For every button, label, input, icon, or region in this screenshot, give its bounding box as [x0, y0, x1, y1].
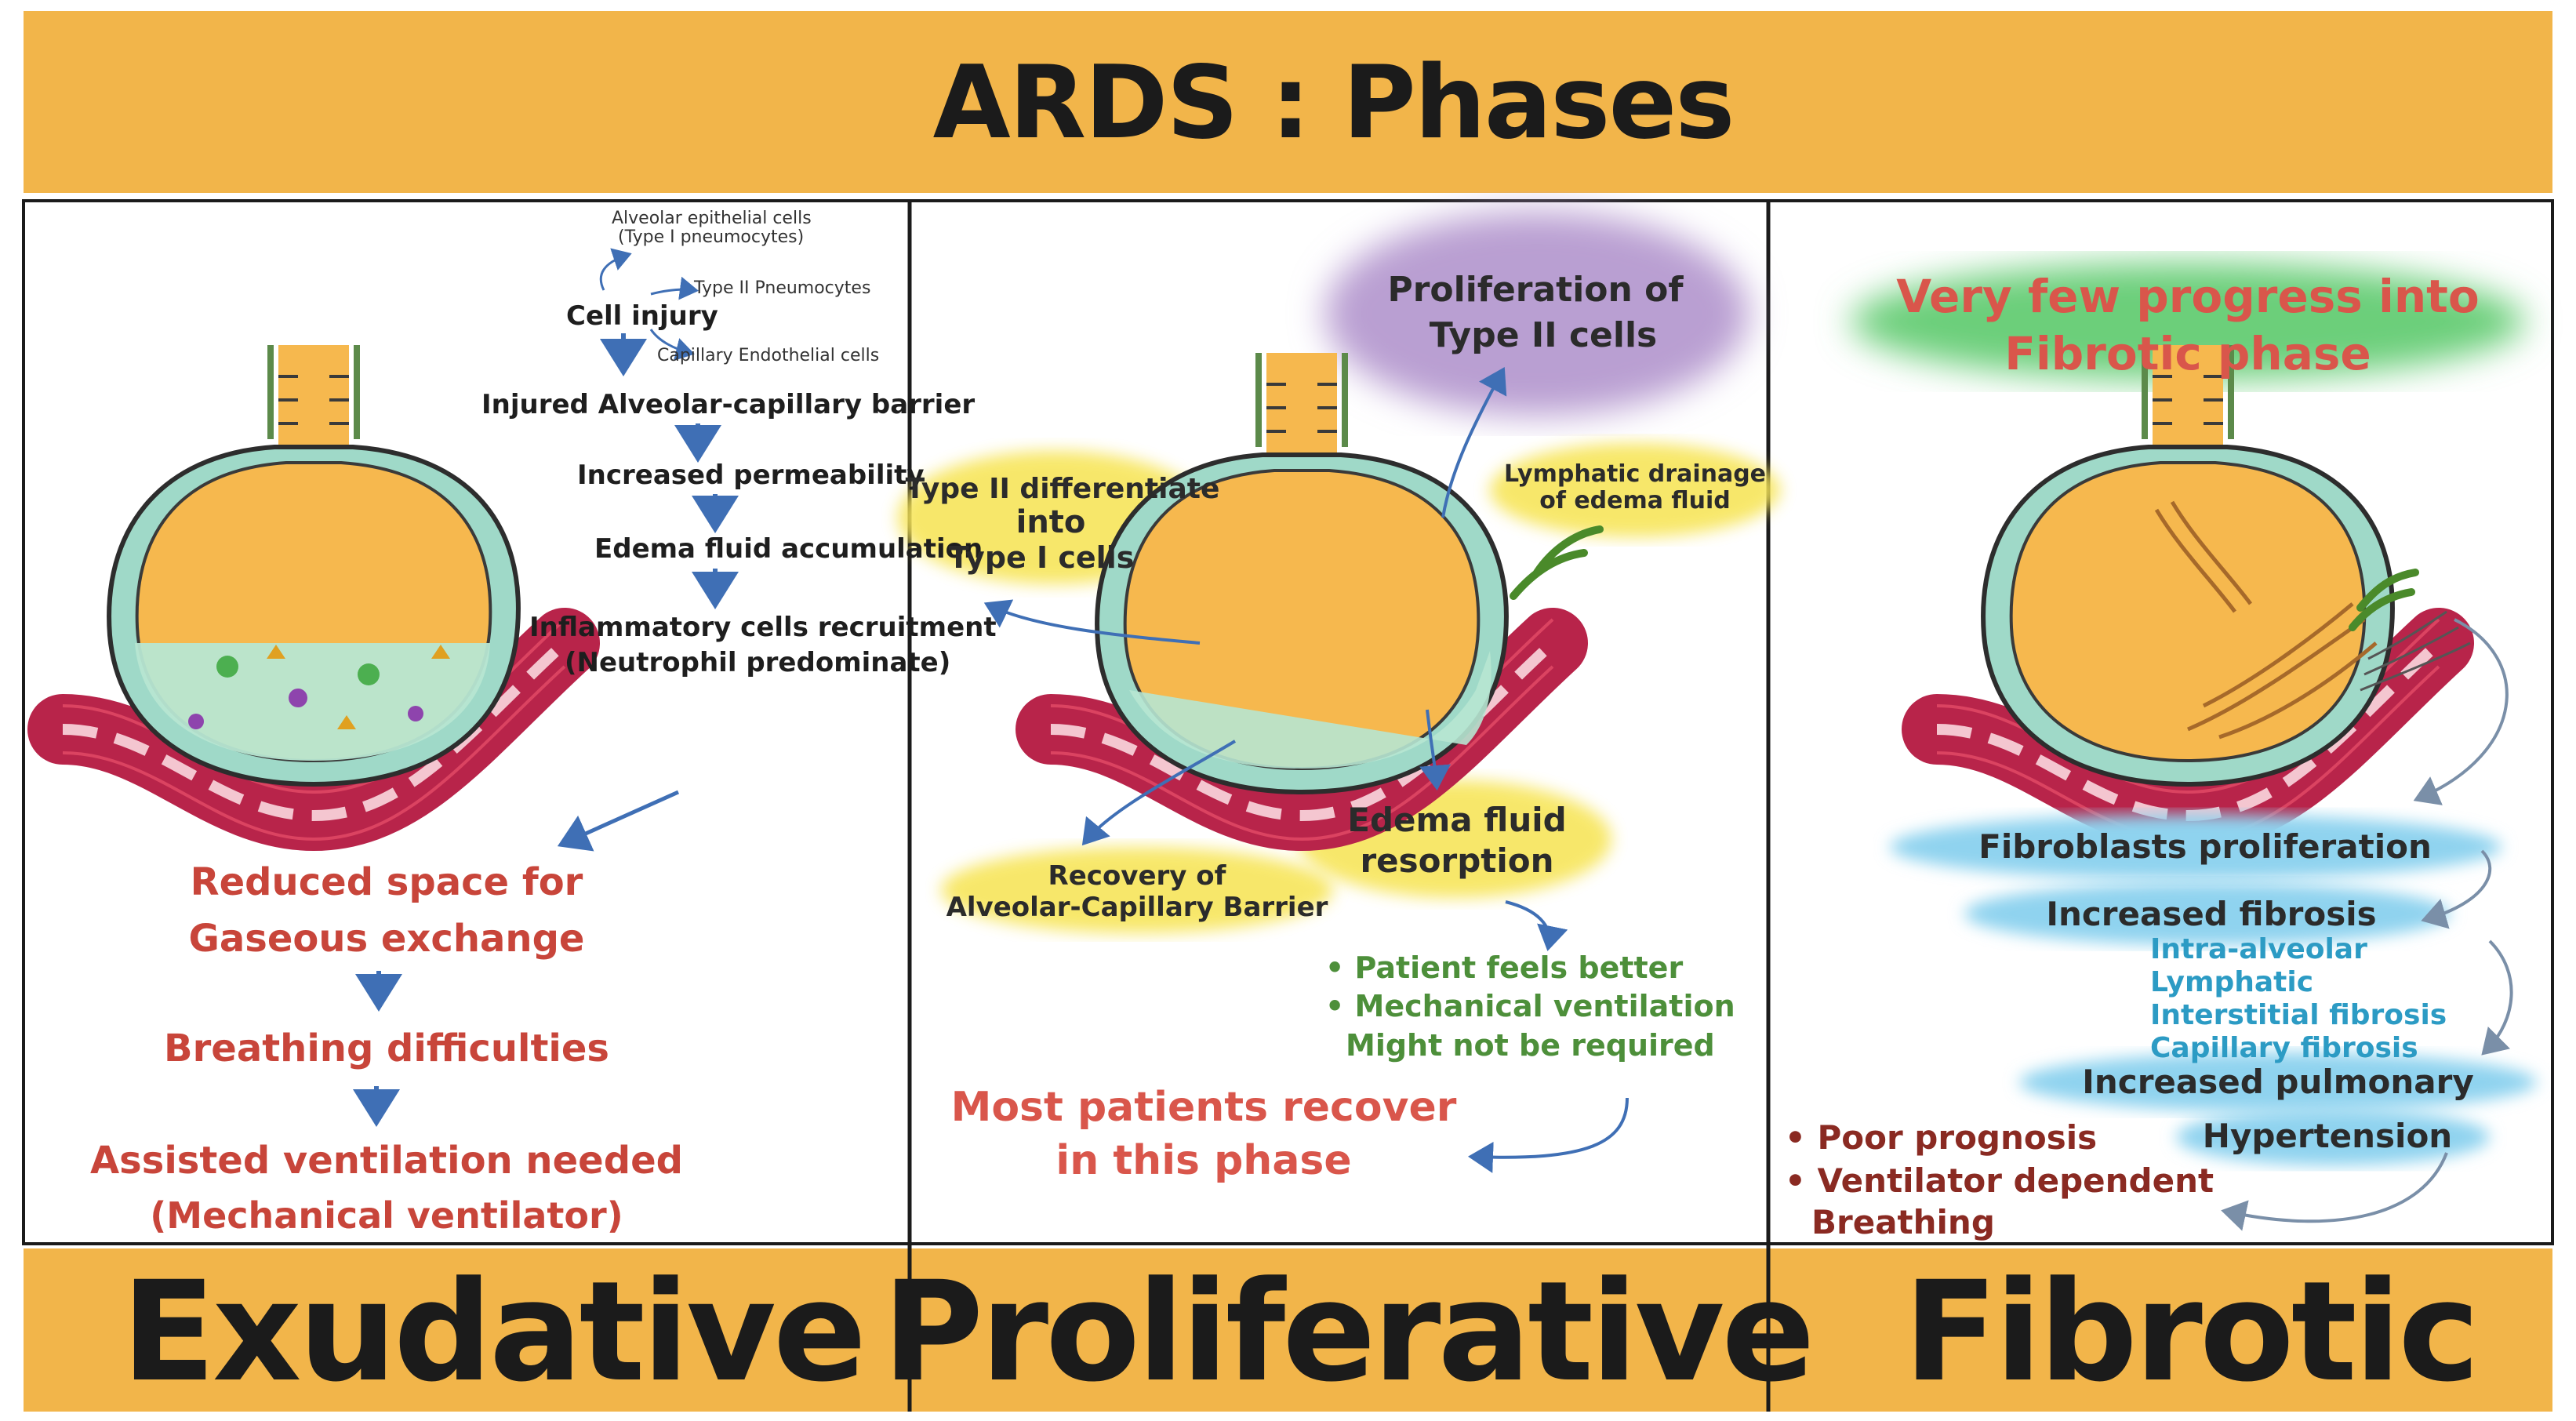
vent-text: Ventilator dependent [1817, 1161, 2214, 1200]
hypertension: Hypertension [2202, 1117, 2453, 1155]
phase-proliferative: Proliferative [882, 1252, 1815, 1412]
assisted-ventilation: Assisted ventilation needed [90, 1139, 683, 1183]
reduced-space-2: Gaseous exchange [188, 917, 585, 961]
sub-lymphatic: Lymphatic [2150, 966, 2314, 998]
bullet-poor-prognosis: • Poor prognosis [1785, 1118, 2098, 1157]
diff-2: into [1016, 504, 1086, 540]
lymph-2: of edema fluid [1539, 487, 1731, 514]
bullet-ventilator: • Ventilator dependent [1785, 1161, 2214, 1200]
very-few-1: Very few progress into [1896, 270, 2480, 323]
increased-fibrosis: Increased fibrosis [2046, 895, 2377, 933]
very-few-2: Fibrotic phase [2004, 327, 2371, 380]
alveolus-exudative [63, 345, 565, 839]
step-inflammatory: Inflammatory cells recruitment [529, 612, 997, 643]
step-neutrophil: (Neutrophil predominate) [565, 647, 951, 678]
edema-2: resorption [1360, 841, 1554, 880]
phase-band [24, 1248, 2552, 1412]
prolif-type2-2: Type II cells [1429, 315, 1658, 355]
label-capillary: Capillary Endothelial cells [657, 346, 880, 365]
step-increased-permeability: Increased permeability [577, 460, 925, 491]
diff-1: Type II differentiate [905, 473, 1220, 505]
recovery-1: Recovery of [1048, 860, 1226, 892]
label-epithelial-1: Alveolar epithelial cells [612, 209, 812, 228]
step-injured-barrier: Injured Alveolar-capillary barrier [481, 389, 976, 420]
reduced-space-1: Reduced space for [190, 860, 583, 904]
page-title: ARDS : Phases [932, 45, 1735, 162]
edema-1: Edema fluid [1347, 801, 1567, 839]
feels-text: Patient feels better [1354, 950, 1684, 985]
recovery-2: Alveolar-Capillary Barrier [946, 892, 1328, 923]
mechanical-ventilator: (Mechanical ventilator) [150, 1194, 623, 1237]
alveolus-fibrotic [1937, 345, 2470, 839]
ventilator-breathing: Breathing [1811, 1203, 1995, 1241]
lymph-1: Lymphatic drainage [1503, 460, 1767, 488]
diff-3: Type I cells [948, 540, 1135, 575]
bullet-mech-vent: • Mechanical ventilation [1325, 989, 1735, 1023]
fibrotic-cloud [1851, 263, 2525, 380]
most-recover-1: Most patients recover [950, 1084, 1457, 1131]
sub-intra-alveolar: Intra-alveolar [2150, 933, 2367, 965]
phase-fibrotic: Fibrotic [1903, 1252, 2480, 1412]
phase-exudative: Exudative [121, 1252, 867, 1412]
prolif-cloud [1325, 212, 1749, 416]
sub-interstitial: Interstitial fibrosis [2150, 999, 2447, 1031]
bullet-feels-better: • Patient feels better [1325, 950, 1684, 985]
title-band [24, 11, 2552, 193]
fibroblasts-proliferation: Fibroblasts proliferation [1978, 827, 2432, 866]
poor-text: Poor prognosis [1817, 1118, 2098, 1157]
mech-text: Mechanical ventilation [1354, 989, 1735, 1023]
step-edema-accumulation: Edema fluid accumulation [594, 533, 983, 565]
prolif-type2-1: Proliferation of [1387, 270, 1684, 310]
label-type2: Type II Pneumocytes [694, 278, 871, 298]
increased-pulmonary: Increased pulmonary [2082, 1063, 2474, 1101]
sub-capillary: Capillary fibrosis [2150, 1032, 2418, 1064]
alveolus-proliferative [1051, 353, 1553, 839]
most-recover-2: in this phase [1055, 1137, 1352, 1184]
label-cell-injury: Cell injury [566, 300, 718, 332]
mech-not-required: Might not be required [1346, 1028, 1715, 1063]
breathing-difficulties: Breathing difficulties [164, 1027, 609, 1070]
label-epithelial-2: (Type I pneumocytes) [618, 227, 805, 247]
